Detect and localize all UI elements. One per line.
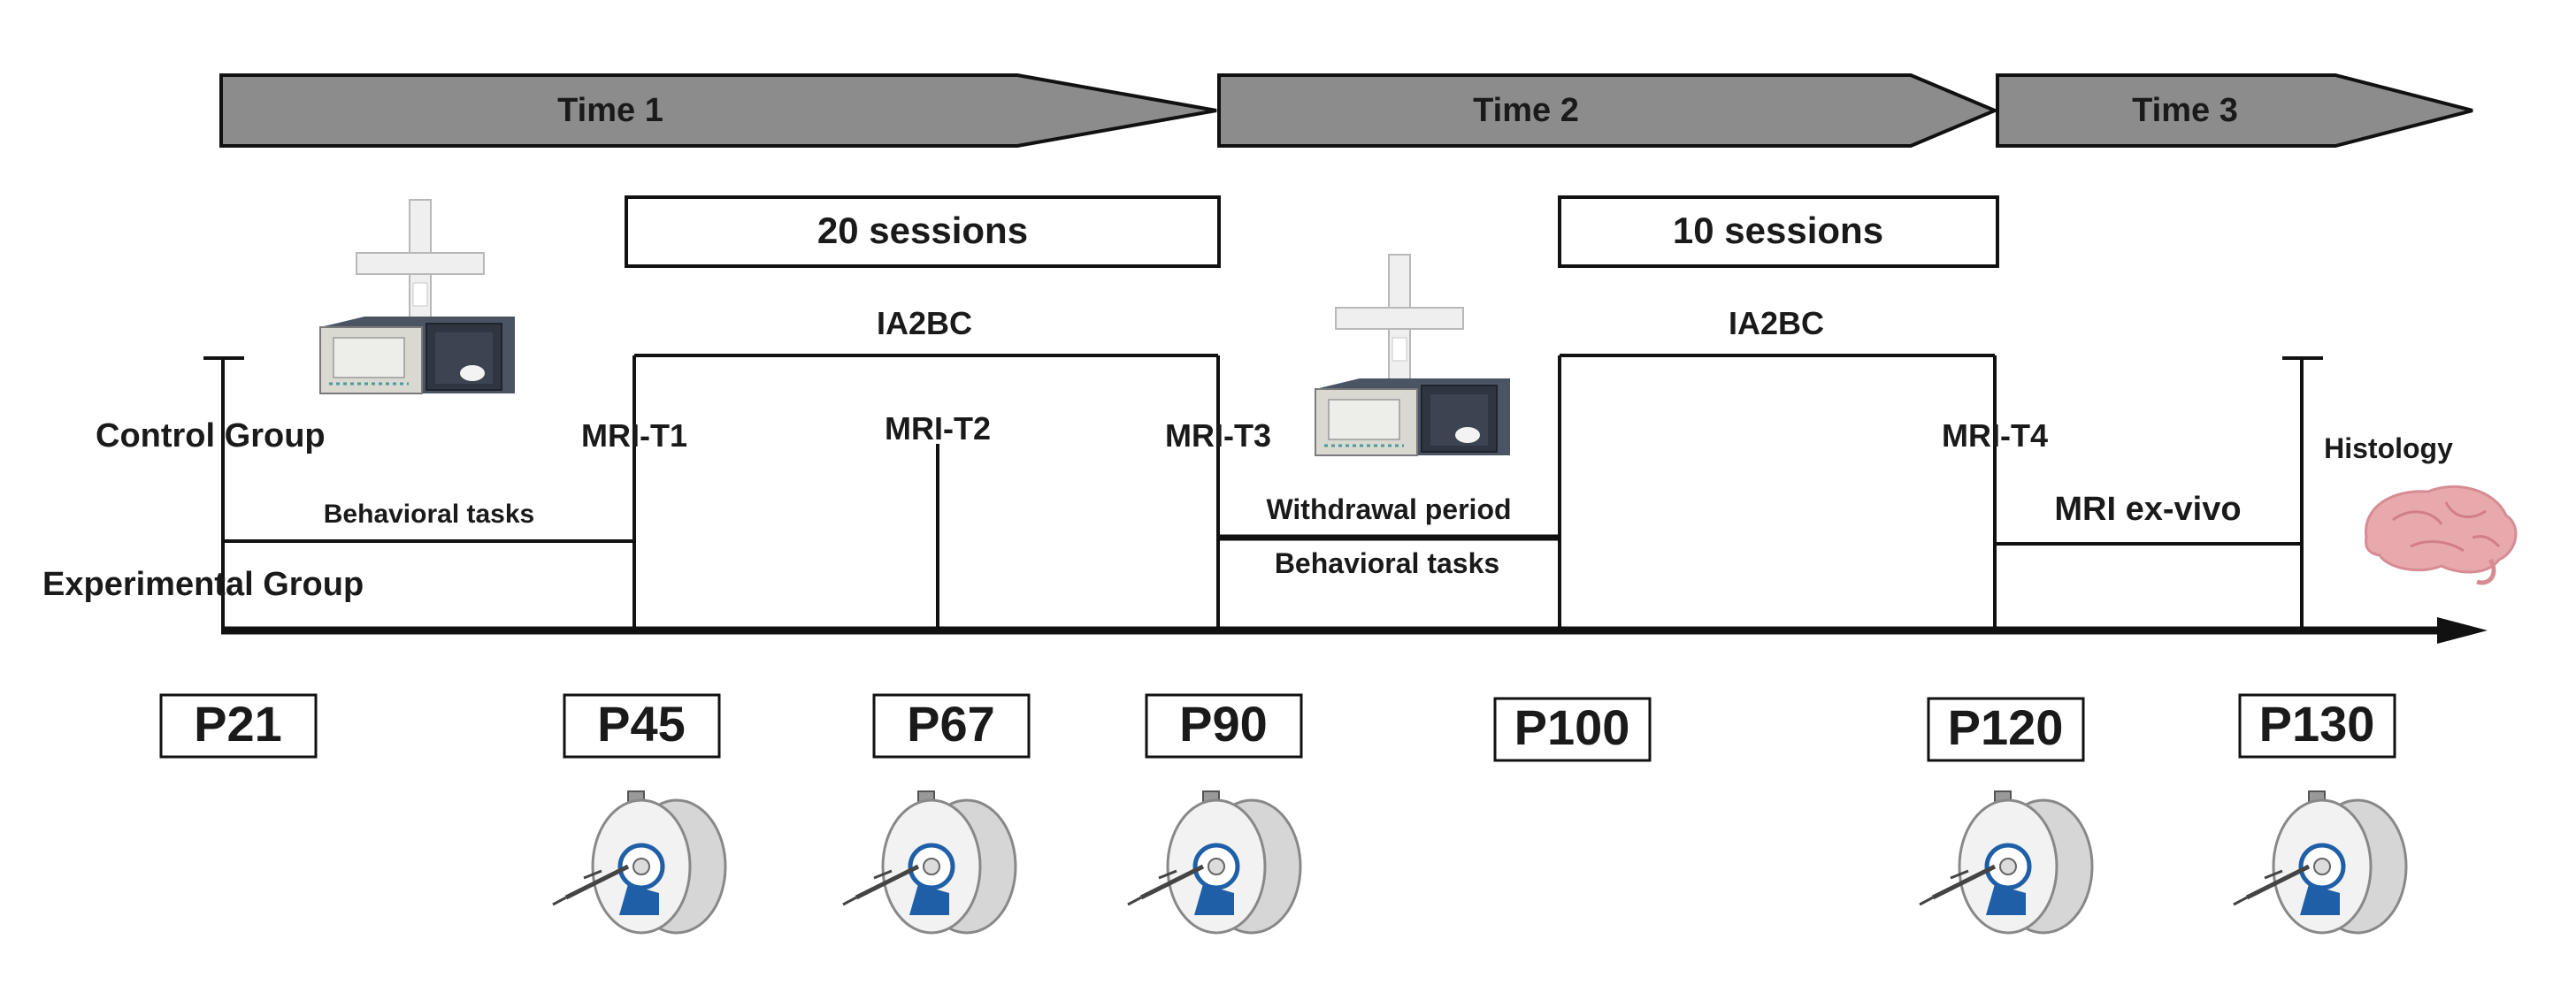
mri-label-t3: MRI-T3 [1165,417,1271,454]
phase-label-time-1: Time 1 [557,92,663,129]
sessions-box-2 [1558,195,1999,268]
day-label-p45: P45 [597,696,686,752]
mri-scanner-icon [553,791,725,933]
day-box-p90 [1145,693,1303,759]
day-label-p90: P90 [1179,696,1268,752]
mri-label-t1: MRI-T1 [581,417,687,454]
day-box-p67 [872,693,1031,759]
experimental-group-label: Experimental Group [42,566,364,603]
brain-icon [2365,485,2518,585]
day-label-p21: P21 [194,696,282,752]
day-label-p100: P100 [1514,699,1630,755]
protocol-label-2: IA2BC [1729,305,1824,341]
mri-label-t2: MRI-T2 [885,410,991,447]
mri-scanner-icon [843,791,1016,933]
day-box-p21 [159,693,318,759]
day-box-p45 [563,693,721,759]
day-box-p100 [1493,697,1652,762]
behavioral-tasks-label-2: Behavioral tasks [1275,547,1499,579]
day-label-p120: P120 [1948,699,2064,755]
phase-arrow-time-3 [1996,73,2473,148]
timeline-lines [203,354,2323,630]
mri-exvivo-label: MRI ex-vivo [2054,491,2241,528]
operant-box-icon [318,315,517,395]
behavioral-tasks-label-1: Behavioral tasks [324,500,534,529]
sessions-box-1 [625,195,1221,268]
phase-label-time-2: Time 2 [1473,92,1579,129]
phase-arrows: Time 1 Time 2 Time 3 [219,73,2473,148]
maze-apparatus-icon [356,199,485,328]
mri-label-t4: MRI-T4 [1942,417,2048,454]
day-label-p130: P130 [2259,696,2375,752]
mri-scanner-icon [1128,791,1300,933]
maze-apparatus-icon [1335,254,1464,383]
control-group-label: Control Group [96,417,326,454]
protocol-label-1: IA2BC [877,305,972,341]
phase-label-time-3: Time 3 [2132,92,2238,129]
withdrawal-period-label: Withdrawal period [1266,493,1511,525]
day-boxes: P21 P45 P67 P90 P100 P120 P130 [159,693,2396,762]
sessions-label-1: 20 sessions [817,210,1028,251]
mri-scanner-icon [1920,791,2092,933]
histology-label: Histology [2324,432,2453,464]
sessions-label-2: 10 sessions [1673,210,1883,251]
phase-arrow-time-2 [1217,73,2000,148]
day-box-p120 [1927,697,2085,762]
time-axis [221,617,2488,644]
day-box-p130 [2238,693,2396,759]
mri-scanner-icon [2234,791,2406,933]
operant-box-icon [1314,377,1512,457]
session-boxes: 20 sessions 10 sessions [625,195,1999,268]
phase-arrow-time-1 [219,73,1217,148]
day-label-p67: P67 [907,696,995,752]
